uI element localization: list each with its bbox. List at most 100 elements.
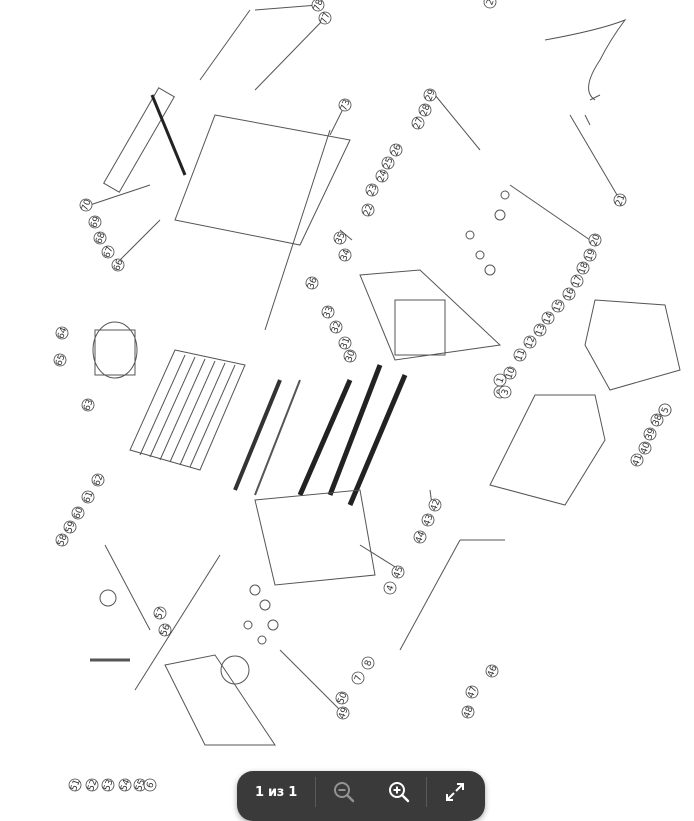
callout-number: 51 — [69, 778, 82, 792]
callout-circle — [63, 520, 77, 534]
callout-circle — [483, 0, 497, 9]
callout-circle — [418, 103, 432, 117]
callout-number: 20 — [589, 233, 602, 247]
callout-number: 78 — [312, 0, 325, 12]
callout-number: 56 — [159, 623, 172, 637]
callout-circle — [143, 778, 157, 792]
callout-circle — [613, 193, 627, 207]
callout-circle — [343, 349, 357, 363]
callout-circle — [583, 248, 597, 262]
callout-number: 41 — [631, 453, 644, 467]
callout-circle — [365, 183, 379, 197]
callout-circle — [465, 685, 479, 699]
callout-circle — [351, 671, 365, 685]
callout-number: 77 — [319, 11, 332, 25]
callout-number: 66 — [112, 258, 125, 272]
callout-number: 63 — [82, 398, 95, 412]
callout-circle — [338, 248, 352, 262]
callout-circle — [153, 606, 167, 620]
callout-number: 69 — [89, 215, 102, 229]
callout-number: 53 — [102, 778, 115, 792]
callout-number: 45 — [392, 565, 405, 579]
callout-circle — [411, 116, 425, 130]
callout-number: 35 — [334, 231, 347, 245]
callout-circle — [375, 169, 389, 183]
callout-number: 27 — [412, 116, 425, 130]
callout-number: 17 — [571, 274, 584, 288]
callout-number: 47 — [466, 685, 479, 699]
callout-number: 58 — [56, 533, 69, 547]
callout-circle — [338, 336, 352, 350]
callout-number: 23 — [366, 183, 379, 197]
callout-number: 54 — [119, 778, 132, 792]
callout-number: 3 — [500, 388, 511, 397]
page-total: 1 — [288, 784, 298, 800]
callout-number: 73 — [339, 98, 352, 112]
callout-number: 8 — [363, 659, 374, 668]
callout-number: 16 — [563, 287, 576, 301]
callout-number: 39 — [644, 427, 657, 441]
callout-circle — [333, 231, 347, 245]
callout-circle — [570, 274, 584, 288]
callout-number: 1 — [495, 376, 506, 385]
callout-circle — [101, 245, 115, 259]
callout-circle — [55, 533, 69, 547]
callout-number: 43 — [422, 513, 435, 527]
callout-circle — [81, 490, 95, 504]
zoom-out-button[interactable] — [316, 772, 371, 812]
callout-circle — [305, 276, 319, 290]
page-current: 1 — [254, 784, 264, 800]
fullscreen-button[interactable] — [427, 772, 482, 812]
toolbar-separator — [315, 777, 316, 807]
callout-circle — [383, 581, 397, 595]
callout-circle — [53, 353, 67, 367]
callout-number: 10 — [504, 366, 517, 380]
callout-circle — [361, 203, 375, 217]
callout-circle — [381, 156, 395, 170]
callout-circle — [638, 441, 652, 455]
callout-circle — [55, 326, 69, 340]
callout-number: 6 — [145, 781, 156, 790]
callout-number: 18 — [577, 261, 590, 275]
callout-number: 19 — [584, 248, 597, 262]
callout-circle — [111, 258, 125, 272]
callout-number: 42 — [429, 498, 442, 512]
callout-number: 40 — [639, 441, 652, 455]
callout-circle — [413, 530, 427, 544]
callout-number: 33 — [322, 305, 335, 319]
callout-number: 24 — [376, 169, 389, 183]
callout-number: 25 — [382, 156, 395, 170]
callout-circle — [71, 506, 85, 520]
callout-circle — [576, 261, 590, 275]
callout-number: 52 — [86, 778, 99, 792]
callout-number: 30 — [344, 349, 357, 363]
callout-circle — [658, 403, 672, 417]
callout-circle — [329, 320, 343, 334]
callout-number: 60 — [72, 506, 85, 520]
callout-circle — [630, 453, 644, 467]
callout-number: 57 — [154, 606, 167, 620]
callout-circle — [85, 778, 99, 792]
callout-circle — [336, 706, 350, 720]
callout-circle — [423, 88, 437, 102]
callout-number: 22 — [362, 203, 375, 217]
callout-number: 59 — [64, 520, 77, 534]
callout-circle — [318, 11, 332, 25]
callout-circle — [541, 311, 555, 325]
callout-circle — [650, 413, 664, 427]
viewer-toolbar: 1 из 1 — [237, 771, 485, 821]
callout-circle — [158, 623, 172, 637]
callout-number: 12 — [524, 335, 537, 349]
callout-circle — [361, 656, 375, 670]
callout-circle — [461, 705, 475, 719]
callout-circle — [513, 348, 527, 362]
callout-circle — [88, 215, 102, 229]
callout-number: 11 — [514, 348, 527, 362]
callout-number: 28 — [419, 103, 432, 117]
callout-circle — [493, 373, 507, 387]
zoom-in-button[interactable] — [371, 772, 426, 812]
callout-circle — [81, 398, 95, 412]
